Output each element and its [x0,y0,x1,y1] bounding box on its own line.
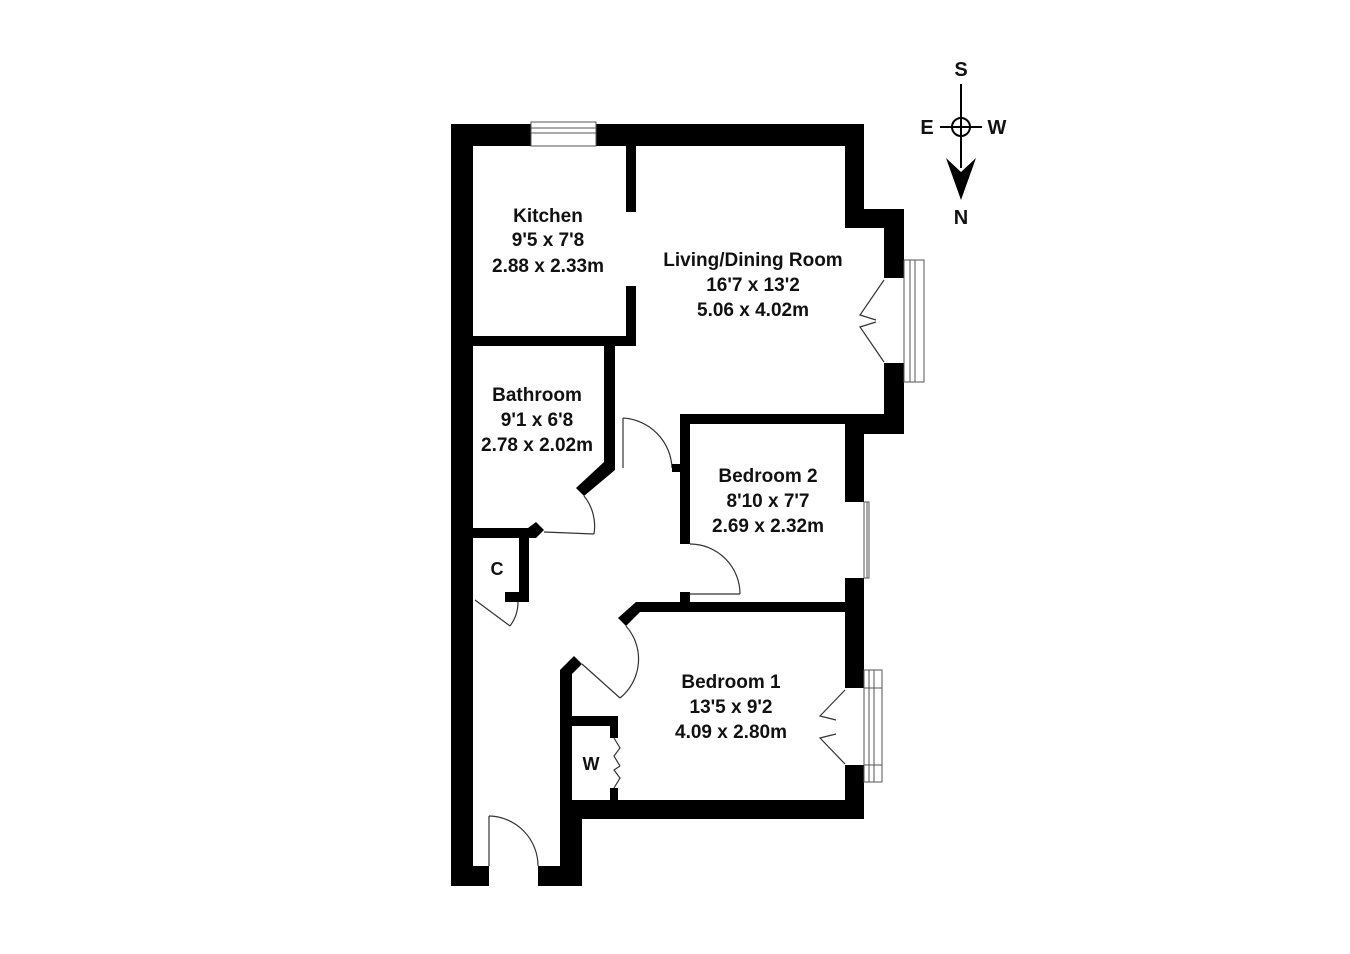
wall-top-right [596,124,864,146]
wall-cupboard-c-bottom [505,592,529,602]
room-imperial: 16'7 x 13'2 [706,275,800,296]
wall-bathroom-corner [576,462,615,496]
door-living [622,417,680,472]
door-wardrobe [613,737,621,789]
wall-entrance-left [451,866,489,886]
compass-bottom-label: N [954,207,968,229]
window-kitchen [530,121,597,147]
room-name: Bedroom 1 [681,672,781,693]
wall-hall-angle [560,656,582,800]
room-name: Bedroom 2 [718,466,817,487]
window-living-bay [903,259,925,383]
wall-wardrobe-top [568,716,618,726]
wall-bedroom2-bottom [636,602,864,612]
room-name: Living/Dining Room [663,250,842,271]
wall-kitchen-living-bottom [626,286,636,346]
wall-bedroom2-top [680,414,864,424]
windows [530,121,925,783]
cupboard-c-label: C [491,559,504,579]
room-imperial: 13'5 x 9'2 [690,697,773,718]
door-cupboard-c [474,599,519,627]
room-metric: 5.06 x 4.02m [697,300,809,321]
room-imperial: 9'5 x 7'8 [512,230,584,251]
room-living: Living/Dining Room 16'7 x 13'2 5.06 x 4.… [663,250,842,321]
room-labels: Kitchen 9'5 x 7'8 2.88 x 2.33m Living/Di… [481,206,843,774]
outer-walls [451,124,904,886]
room-kitchen: Kitchen 9'5 x 7'8 2.88 x 2.33m [492,206,604,277]
wall-bedroom2-left-top [680,414,690,544]
wall-right-bed2-bottom [845,578,864,688]
wall-right-upper [845,124,864,228]
room-bedroom2: Bedroom 2 8'10 x 7'7 2.69 x 2.32m [712,466,824,537]
wall-top-left [451,124,531,146]
room-name: Bathroom [492,385,582,406]
door-living-bay [859,279,885,363]
room-metric: 2.69 x 2.32m [712,516,824,537]
room-imperial: 8'10 x 7'7 [727,491,810,512]
room-bathroom: Bathroom 9'1 x 6'8 2.78 x 2.02m [481,385,593,456]
wall-bathroom-bottom [471,528,531,538]
compass-rose-icon: S E W N [920,59,1006,229]
compass-top-label: S [954,59,967,81]
wall-kitchen-bathroom [471,336,636,346]
wall-bathroom-right [604,336,615,468]
wall-bedroom2-left-bottom [680,592,690,606]
wall-cupboard-c-right [519,536,529,602]
wall-bathroom-bottom-angle [528,522,544,538]
window-bedroom1 [863,669,883,783]
door-bedroom2 [689,543,741,595]
doors [474,279,885,867]
room-imperial: 9'1 x 6'8 [501,410,573,431]
room-metric: 2.78 x 2.02m [481,435,593,456]
door-bedroom1-window [818,689,846,765]
compass-arrow-icon [946,158,976,200]
room-bedroom1: Bedroom 1 13'5 x 9'2 4.09 x 2.80m [675,672,787,743]
compass-left-label: E [920,117,933,139]
wall-bottom [560,800,864,819]
wall-wardrobe-right-top [610,716,618,738]
interior-walls [471,144,864,802]
wall-wardrobe-right-bottom [610,788,618,802]
window-bedroom2 [863,501,870,579]
wall-entrance-right [538,866,582,886]
compass-right-label: W [988,117,1007,139]
wall-bay-top [884,209,904,278]
door-bathroom [543,495,596,535]
wall-left [451,124,473,886]
wall-kitchen-living-top [626,144,636,212]
door-entrance [488,815,539,867]
wall-bedroom1-corner [618,602,640,626]
wall-right-bed2-top [845,414,864,502]
wall-hall-right [560,800,582,886]
room-metric: 2.88 x 2.33m [492,256,604,277]
door-bedroom1 [581,625,640,699]
room-name: Kitchen [513,206,583,227]
wardrobe-w-label: W [583,754,600,774]
room-metric: 4.09 x 2.80m [675,722,787,743]
